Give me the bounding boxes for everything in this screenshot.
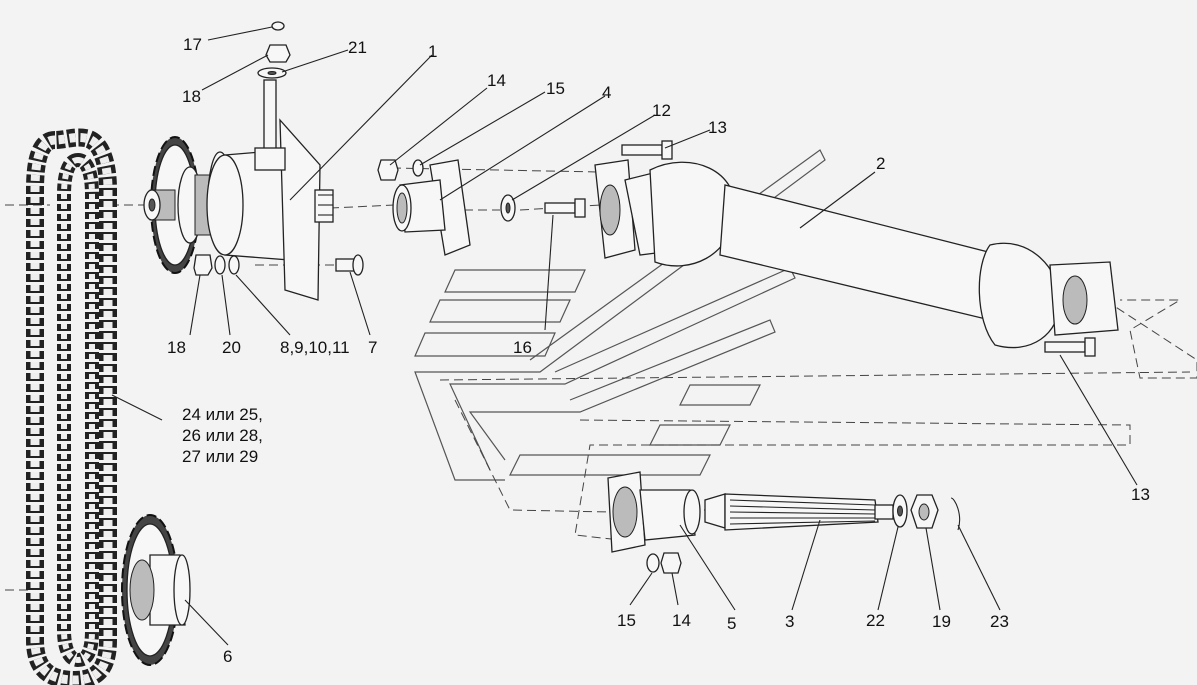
washer-15-bottom xyxy=(646,553,660,573)
label-13-top: 13 xyxy=(708,118,727,137)
washer-22 xyxy=(892,494,908,528)
label-19: 19 xyxy=(932,612,951,631)
label-6: 6 xyxy=(223,647,233,666)
cardan-shaft xyxy=(594,159,1119,349)
nut-17 xyxy=(271,21,285,31)
label-15-bottom: 15 xyxy=(617,611,636,630)
chain-line-2: 26 или 28, xyxy=(182,426,263,445)
bolt-16 xyxy=(544,198,586,218)
lower-sprocket xyxy=(121,514,191,666)
label-1: 1 xyxy=(428,42,438,61)
bolt-7 xyxy=(335,254,364,276)
washer-20 xyxy=(214,255,226,275)
nut-18-bottom xyxy=(193,254,213,276)
bolt-13-right xyxy=(1044,337,1096,357)
label-20: 20 xyxy=(222,338,241,357)
nut-14-top xyxy=(377,159,399,181)
roller-chain xyxy=(26,128,117,685)
label-14-bottom: 14 xyxy=(672,611,691,630)
washer-15-top xyxy=(412,159,424,177)
upper-sprocket xyxy=(143,136,203,274)
label-15-top: 15 xyxy=(546,79,565,98)
label-18-top: 18 xyxy=(182,87,201,106)
label-17: 17 xyxy=(183,35,202,54)
washer-12 xyxy=(500,194,516,222)
nut-14-bottom xyxy=(660,552,682,574)
label-23: 23 xyxy=(990,612,1009,631)
label-3: 3 xyxy=(785,612,795,631)
nut-18-top xyxy=(265,44,291,63)
washer-21 xyxy=(257,67,287,79)
flange-4 xyxy=(392,159,471,256)
label-22: 22 xyxy=(866,611,885,630)
label-7: 7 xyxy=(368,338,378,357)
bolt-13-top xyxy=(621,140,673,160)
label-4: 4 xyxy=(602,83,612,102)
washers-8-11 xyxy=(228,255,240,275)
label-12: 12 xyxy=(652,101,671,120)
label-16: 16 xyxy=(513,338,532,357)
label-chain: 24 или 25, 26 или 28, 27 или 29 xyxy=(182,404,302,467)
nut-19 xyxy=(910,494,939,529)
leader-lines xyxy=(111,26,1138,646)
chain-line-1: 24 или 25, xyxy=(182,405,263,424)
label-14-top: 14 xyxy=(487,71,506,90)
housing xyxy=(194,79,334,301)
label-13-right: 13 xyxy=(1131,485,1150,504)
chain-line-3: 27 или 29 xyxy=(182,447,259,466)
label-18-bottom: 18 xyxy=(167,338,186,357)
label-5: 5 xyxy=(727,614,737,633)
watermark xyxy=(414,149,826,481)
label-8-11: 8,9,10,11 xyxy=(280,338,350,357)
label-21: 21 xyxy=(348,38,367,57)
spline-shaft xyxy=(704,493,894,531)
flange-5 xyxy=(607,471,701,553)
label-2: 2 xyxy=(876,154,886,173)
